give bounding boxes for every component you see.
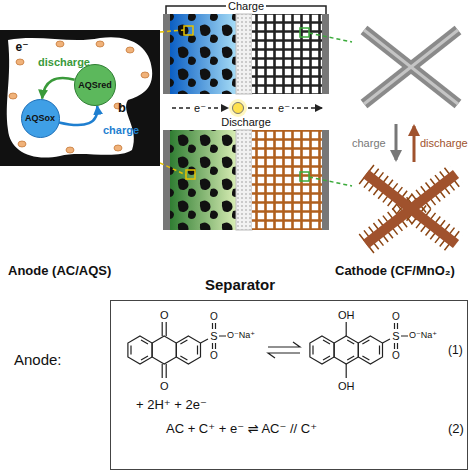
zoom-line bbox=[309, 33, 352, 42]
reaction-arrow bbox=[59, 106, 97, 125]
equation-text: (1) bbox=[448, 343, 463, 357]
node-text: AQSox bbox=[25, 113, 55, 123]
current-collector bbox=[163, 14, 170, 94]
discharge-arrow bbox=[413, 126, 416, 162]
zoom-box bbox=[184, 26, 193, 35]
zoom-line bbox=[309, 177, 352, 186]
zoom-box bbox=[186, 170, 195, 179]
zoom-line bbox=[160, 30, 184, 32]
process-label: discharge bbox=[420, 137, 468, 149]
aqs-structure bbox=[128, 322, 226, 378]
separator-label: Separator bbox=[205, 277, 275, 294]
zoom-line bbox=[160, 163, 186, 175]
atom-label: S bbox=[392, 330, 399, 342]
equation-text: (2) bbox=[448, 421, 464, 436]
electron-label: e⁻ bbox=[192, 102, 208, 114]
carbon-fiber bbox=[364, 30, 458, 104]
bulb bbox=[233, 103, 244, 114]
separator-layer bbox=[236, 130, 252, 230]
anode-layer bbox=[170, 130, 236, 230]
edge-label: discharge bbox=[38, 56, 90, 68]
equation-text: AC + C⁺ + e⁻ ⇌ AC⁻ // C⁺ bbox=[166, 421, 317, 436]
current-collector bbox=[163, 130, 170, 230]
carbon-felt bbox=[252, 14, 322, 94]
equilibrium-arrow bbox=[268, 342, 300, 358]
reaction-arrow bbox=[42, 78, 75, 99]
atom-label: O bbox=[160, 309, 169, 321]
carbon-particles bbox=[170, 130, 236, 230]
aqs-reduced-structure bbox=[310, 322, 408, 378]
electrode-label: Cathode (CF/MnO₂) bbox=[335, 264, 455, 278]
inset-carbon bbox=[0, 30, 160, 166]
equation-text: + 2H⁺ + 2e⁻ bbox=[136, 397, 207, 412]
edge-label: charge bbox=[103, 124, 139, 136]
panel-letter: b bbox=[118, 101, 126, 115]
electron-label: e⁻ bbox=[15, 41, 28, 54]
atom-label: O bbox=[392, 311, 400, 322]
electron-label: e⁻ bbox=[276, 102, 292, 114]
aqs-red-circle: AQSred bbox=[74, 64, 116, 106]
carbon-particles bbox=[170, 14, 236, 94]
separator-layer bbox=[236, 14, 252, 94]
atom-label: O bbox=[210, 350, 218, 361]
aqs-ox-circle: AQSox bbox=[21, 99, 60, 138]
carbon-felt-mno2 bbox=[252, 130, 322, 230]
mno2-fiber bbox=[366, 174, 456, 244]
mode-label: Discharge bbox=[221, 116, 271, 128]
ion-dots bbox=[9, 41, 149, 153]
node-text: AQSred bbox=[78, 80, 112, 90]
atom-label: S bbox=[210, 330, 217, 342]
zoom-box bbox=[300, 28, 309, 37]
atom-label: O⁻Na⁺ bbox=[409, 331, 437, 341]
atom-label: O bbox=[210, 311, 218, 322]
bulb-glow bbox=[229, 99, 247, 117]
atom-label: OH bbox=[338, 309, 355, 321]
atom-label: O bbox=[160, 380, 169, 392]
anode-layer bbox=[170, 14, 236, 94]
charge-arrow bbox=[395, 124, 398, 160]
mode-label: Charge bbox=[226, 0, 266, 12]
equation-label: Anode: bbox=[14, 352, 62, 369]
process-label: charge bbox=[352, 137, 386, 149]
electrode-label: Anode (AC/AQS) bbox=[8, 264, 111, 278]
zoom-box bbox=[300, 172, 309, 181]
current-collector bbox=[322, 14, 329, 94]
inset-pore bbox=[7, 37, 152, 157]
atom-label: OH bbox=[338, 380, 355, 392]
atom-label: O bbox=[392, 350, 400, 361]
atom-label: O⁻Na⁺ bbox=[227, 331, 255, 341]
